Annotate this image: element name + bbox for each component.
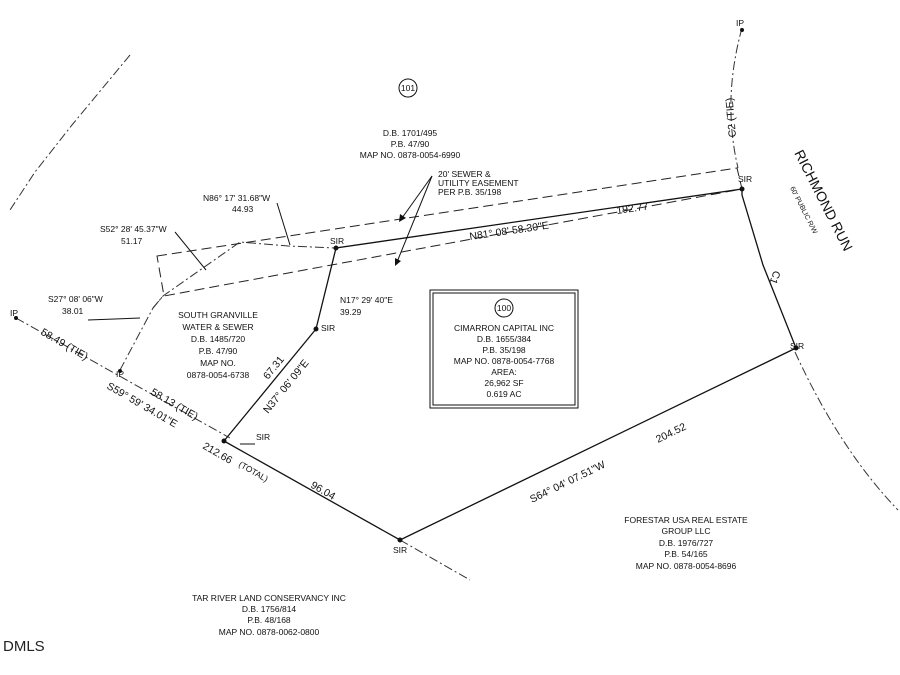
tie-line-southwest (15, 317, 231, 439)
sir-label-northeast: SIR (738, 174, 752, 184)
parcel-100-area-label: AREA: (491, 367, 517, 377)
south-granville-map-no: 0878-0054-6738 (187, 370, 250, 380)
leader-s52 (174, 231, 207, 271)
sir-label-mid: SIR (321, 323, 335, 333)
south-granville-block: SOUTH GRANVILLE WATER & SEWER D.B. 1485/… (178, 310, 258, 380)
ip-marker-west (14, 316, 18, 320)
sir-label-southwest: SIR (256, 432, 270, 442)
forestar-deed: D.B. 1976/727 (659, 538, 714, 548)
call-east-bearing: S64° 04' 07.51"W (528, 459, 607, 506)
parcel-101-map: MAP NO. 0878-0054-6990 (360, 150, 461, 160)
call-total-note: (TOTAL) (237, 459, 270, 484)
adjoiner-line-s27 (152, 295, 164, 309)
call-s27-distance: 38.01 (62, 306, 84, 316)
call-s27-bearing: S27° 08' 06"W (48, 294, 103, 304)
easement-line-1: 20' SEWER & (438, 169, 491, 179)
south-granville-deed: D.B. 1485/720 (191, 334, 246, 344)
south-granville-line-1: SOUTH GRANVILLE (178, 310, 258, 320)
parcel-100-box-inner (432, 292, 576, 406)
parcel-101-deed: D.B. 1701/495 (383, 128, 438, 138)
south-granville-map-label: MAP NO. (200, 358, 236, 368)
call-n17-bearing: N17° 29' 40"E (340, 295, 393, 305)
adjoiner-line-west-upper (9, 54, 131, 211)
parcel-100-plat: P.B. 35/198 (482, 345, 526, 355)
sir-marker-south (397, 537, 403, 543)
sir-marker-northeast (739, 186, 745, 192)
south-granville-plat: P.B. 47/90 (199, 346, 238, 356)
sir-marker-easement (333, 245, 339, 251)
leader-s27 (87, 317, 141, 321)
parcel-number-100: 100 (497, 303, 511, 313)
ip-label-north: IP (736, 18, 744, 28)
parcel-100-deed: D.B. 1655/384 (477, 334, 532, 344)
parcel-100-owner: CIMARRON CAPITAL INC (454, 323, 554, 333)
call-east-distance: 204.52 (654, 421, 688, 446)
forestar-line-2: GROUP LLC (662, 526, 711, 536)
easement-leader-1 (401, 175, 433, 219)
easement-arrow-2 (395, 258, 401, 266)
forestar-line-1: FORESTAR USA REAL ESTATE (624, 515, 748, 525)
parcel-100-map: MAP NO. 0878-0054-7768 (454, 356, 555, 366)
parcel-101-plat: P.B. 47/90 (391, 139, 430, 149)
tar-river-block: TAR RIVER LAND CONSERVANCY INC D.B. 1756… (192, 593, 346, 637)
easement-leader-2 (396, 175, 433, 263)
sir-label-east: SIR (790, 341, 804, 351)
parcel-100-area-sf: 26,962 SF (484, 378, 523, 388)
tie-line-southeast (399, 539, 471, 581)
call-n86-bearing: N86° 17' 31.68"W (203, 193, 270, 203)
parcel-number-circle-101 (398, 78, 418, 98)
call-n37-distance: 67.31 (261, 354, 287, 382)
easement-arrow-1 (399, 214, 406, 222)
adjoiner-line-granville (119, 241, 337, 371)
call-s52-bearing: S52° 28' 45.37"W (100, 224, 167, 234)
call-tie-1: 58.49 (TIE) (39, 326, 90, 363)
call-n17-distance: 39.29 (340, 307, 362, 317)
call-s52-distance: 51.17 (121, 236, 143, 246)
sir-marker-southwest (221, 438, 227, 444)
ip-label-west: IP (10, 308, 18, 318)
property-boundary (223, 188, 797, 541)
ip-label-granville: IP (116, 369, 124, 379)
easement-line-3: PER P.B. 35/198 (438, 187, 501, 197)
tar-river-map: MAP NO. 0878-0062-0800 (219, 627, 320, 637)
parcel-number-circle-100 (494, 298, 514, 318)
tar-river-line-1: TAR RIVER LAND CONSERVANCY INC (192, 593, 346, 603)
call-n86-distance: 44.93 (232, 204, 254, 214)
curve-label-c2: C2 (TIE) (724, 97, 739, 138)
right-of-way-curve-outer (794, 351, 899, 511)
call-north-distance: 192.77 (616, 200, 650, 217)
easement-line-2: UTILITY EASEMENT (438, 178, 519, 188)
sir-marker-mid (313, 326, 319, 332)
south-granville-line-2: WATER & SEWER (182, 322, 253, 332)
curve-label-c1: C1 (767, 269, 783, 286)
parcel-100-box-outer (429, 289, 579, 409)
tar-river-deed: D.B. 1756/814 (242, 604, 297, 614)
easement-label: 20' SEWER & UTILITY EASEMENT PER P.B. 35… (438, 169, 519, 197)
tar-river-plat: P.B. 48/168 (247, 615, 291, 625)
forestar-plat: P.B. 54/165 (664, 549, 708, 559)
ip-marker-north (740, 28, 744, 32)
sir-label-easement: SIR (330, 236, 344, 246)
ip-marker-granville (118, 369, 122, 373)
sir-label-south: SIR (393, 545, 407, 555)
parcel-100-area-ac: 0.619 AC (487, 389, 522, 399)
call-segment-9604: 96.04 (309, 479, 338, 503)
forestar-block: FORESTAR USA REAL ESTATE GROUP LLC D.B. … (624, 515, 748, 571)
sir-marker-east (793, 345, 799, 351)
mls-watermark: DMLS (3, 638, 45, 655)
parcel-100-block: CIMARRON CAPITAL INC D.B. 1655/384 P.B. … (454, 323, 555, 399)
forestar-map: MAP NO. 0878-0054-8696 (636, 561, 737, 571)
right-of-way-curve-c2 (730, 27, 743, 169)
parcel-101-block: D.B. 1701/495 P.B. 47/90 MAP NO. 0878-00… (360, 128, 461, 160)
parcel-number-101: 101 (401, 83, 415, 93)
leader-n86 (276, 202, 291, 246)
